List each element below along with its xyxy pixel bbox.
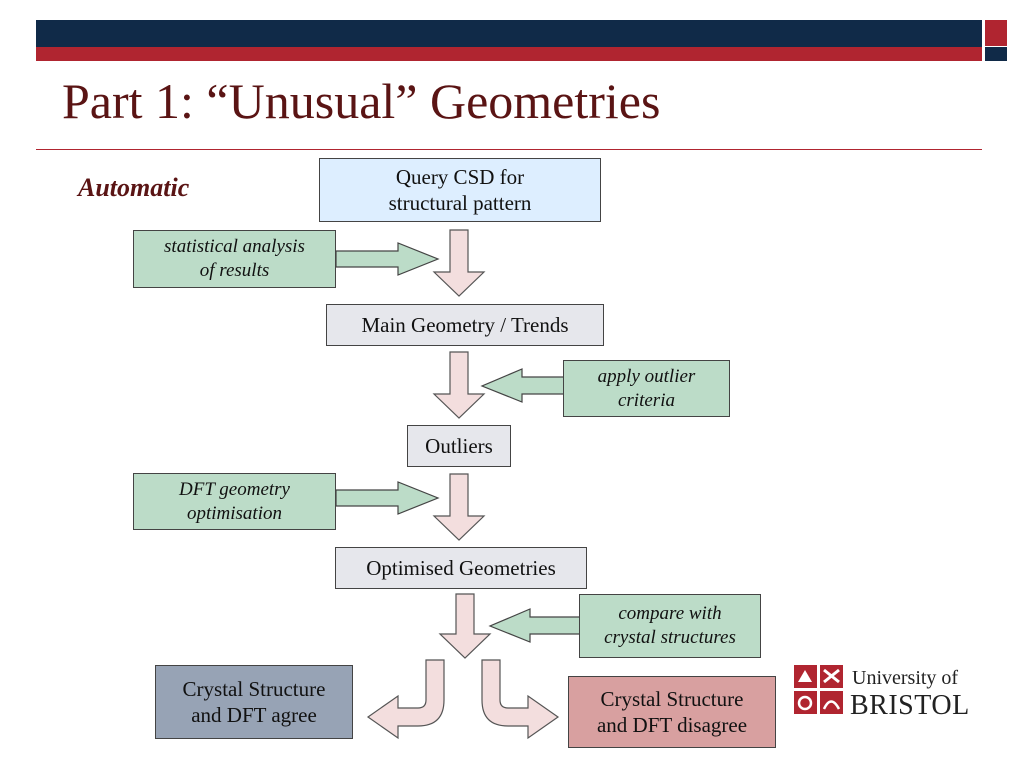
note-statistical-analysis: statistical analysis of results [133,230,336,288]
agree-box: Crystal Structure and DFT agree [155,665,353,739]
note-compare-line-1: compare with [618,603,722,625]
note-compare-line-2: crystal structures [604,627,736,648]
branch-arrow-left [366,659,445,740]
note-dft-optimisation: DFT geometry optimisation [133,473,336,530]
top-bar-navy [36,20,982,47]
optimised-label: Optimised Geometries [366,555,556,580]
query-line-1: Query CSD for [395,164,525,189]
note-statistical-line-2: of results [199,260,270,281]
logo-bristol: BRISTOL [850,690,970,721]
note-dft-line-2: optimisation [186,502,282,524]
disagree-line-2: and DFT disagree [596,713,748,737]
note-dft-line-1: DFT geometry [179,478,290,500]
down-arrow-1 [432,229,486,297]
agree-line-1: Crystal Structure [182,676,326,701]
down-arrow-2 [432,351,486,419]
main-geometry-box: Main Geometry / Trends [326,304,604,346]
note-statistical-line-1: statistical analysis [164,236,305,258]
agree-line-2: and DFT agree [191,703,317,727]
note-outlier-line-1: apply outlier [597,365,696,387]
disagree-box: Crystal Structure and DFT disagree [568,676,776,748]
query-line-2: structural pattern [388,191,532,215]
outliers-box: Outliers [407,425,511,467]
main-geometry-label: Main Geometry / Trends [361,312,569,337]
down-arrow-4 [438,593,492,659]
optimised-geometries-box: Optimised Geometries [335,547,587,589]
outliers-label: Outliers [425,433,493,458]
side-arrow-dft [335,481,440,515]
branch-arrow-right [481,659,560,740]
down-arrow-3 [432,473,486,541]
top-bar-red [36,47,982,61]
side-arrow-compare [488,608,581,643]
university-crest-icon [794,665,843,714]
query-csd-box: Query CSD for structural pattern [319,158,601,222]
logo-university-of: University of [852,667,959,689]
slide-title: Part 1: “Unusual” Geometries [62,73,661,129]
note-outlier-criteria: apply outlier criteria [563,360,730,417]
corner-square-navy [985,47,1007,61]
disagree-line-1: Crystal Structure [600,686,744,711]
corner-square-red [985,20,1007,46]
note-outlier-line-2: criteria [617,389,675,411]
side-arrow-statistical [335,242,440,276]
slide-subtitle: Automatic [78,173,190,202]
note-compare-crystal: compare with crystal structures [579,594,761,658]
side-arrow-outlier [480,368,565,403]
title-divider [36,149,982,150]
